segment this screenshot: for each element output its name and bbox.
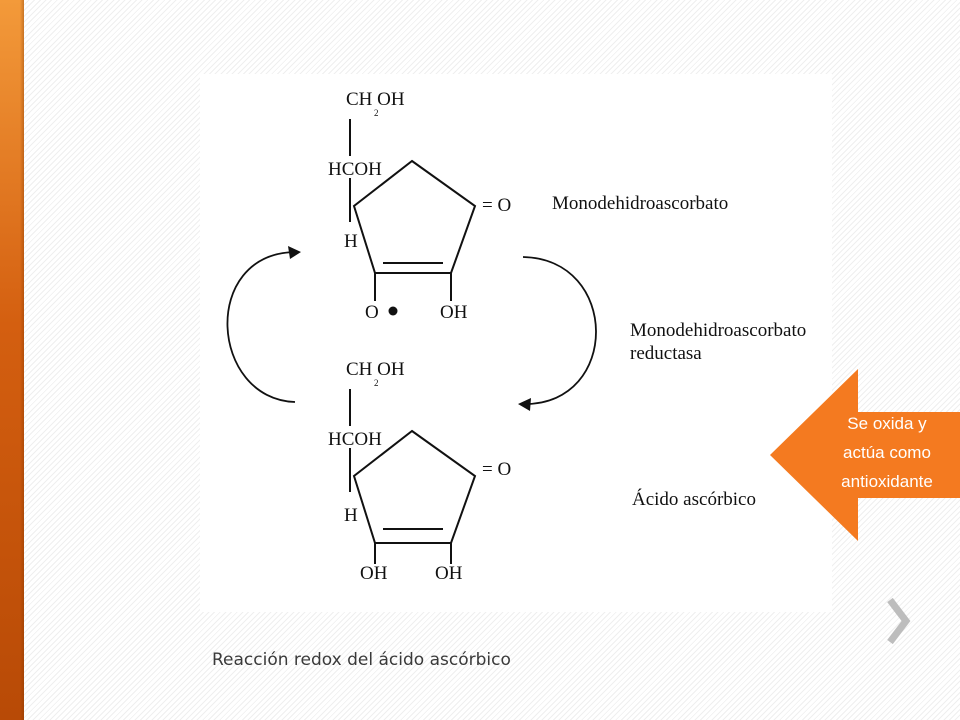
top-left-substituent: O xyxy=(365,302,379,323)
reaction-structures xyxy=(226,119,597,564)
bottom-right-substituent: OH xyxy=(435,563,463,584)
bottom-ch2oh-label: CH OH xyxy=(346,359,405,380)
bottom-left-substituent: OH xyxy=(360,563,388,584)
oxidation-callout: Se oxida y actúa como antioxidante xyxy=(770,369,960,541)
callout-line-2: actúa como xyxy=(843,443,931,462)
right-curved-arrow xyxy=(522,256,597,405)
callout-line-1: Se oxida y xyxy=(847,414,927,433)
top-ch2oh-subscript: 2 xyxy=(374,108,379,118)
right-arrowhead xyxy=(518,398,531,411)
top-ch2oh-label: CH OH xyxy=(346,89,405,110)
enzyme-label-line2: reductasa xyxy=(630,343,702,364)
callout-text: Se oxida y actúa como antioxidante xyxy=(814,409,960,496)
bottom-ch2oh-subscript: 2 xyxy=(374,378,379,388)
monodehidroascorbato-label: Monodehidroascorbato xyxy=(552,193,729,214)
bottom-ring xyxy=(352,429,477,544)
left-curved-arrow xyxy=(226,251,296,403)
bottom-ketone-label: = O xyxy=(482,459,512,480)
top-right-substituent: OH xyxy=(440,302,468,323)
enzyme-label-line1: Monodehidroascorbato xyxy=(630,320,807,341)
callout-arrow-shape xyxy=(770,369,960,541)
slide-accent-bar xyxy=(0,0,24,720)
chevron-right-icon[interactable] xyxy=(884,596,914,646)
bottom-hcoh-label: HCOH xyxy=(328,429,382,450)
acido-ascorbico-label: Ácido ascórbico xyxy=(632,489,756,510)
top-ring xyxy=(352,159,477,274)
top-ketone-label: = O xyxy=(482,195,512,216)
bottom-h-label: H xyxy=(344,505,358,526)
radical-dot xyxy=(388,306,398,316)
left-arrowhead xyxy=(288,246,301,259)
redox-diagram: CH OH 2 HCOH H = O O OH Monodehidroascor… xyxy=(200,74,832,612)
top-hcoh-label: HCOH xyxy=(328,159,382,180)
top-h-label: H xyxy=(344,231,358,252)
slide-caption: Reacción redox del ácido ascórbico xyxy=(212,650,511,670)
callout-line-3: antioxidante xyxy=(841,472,933,491)
